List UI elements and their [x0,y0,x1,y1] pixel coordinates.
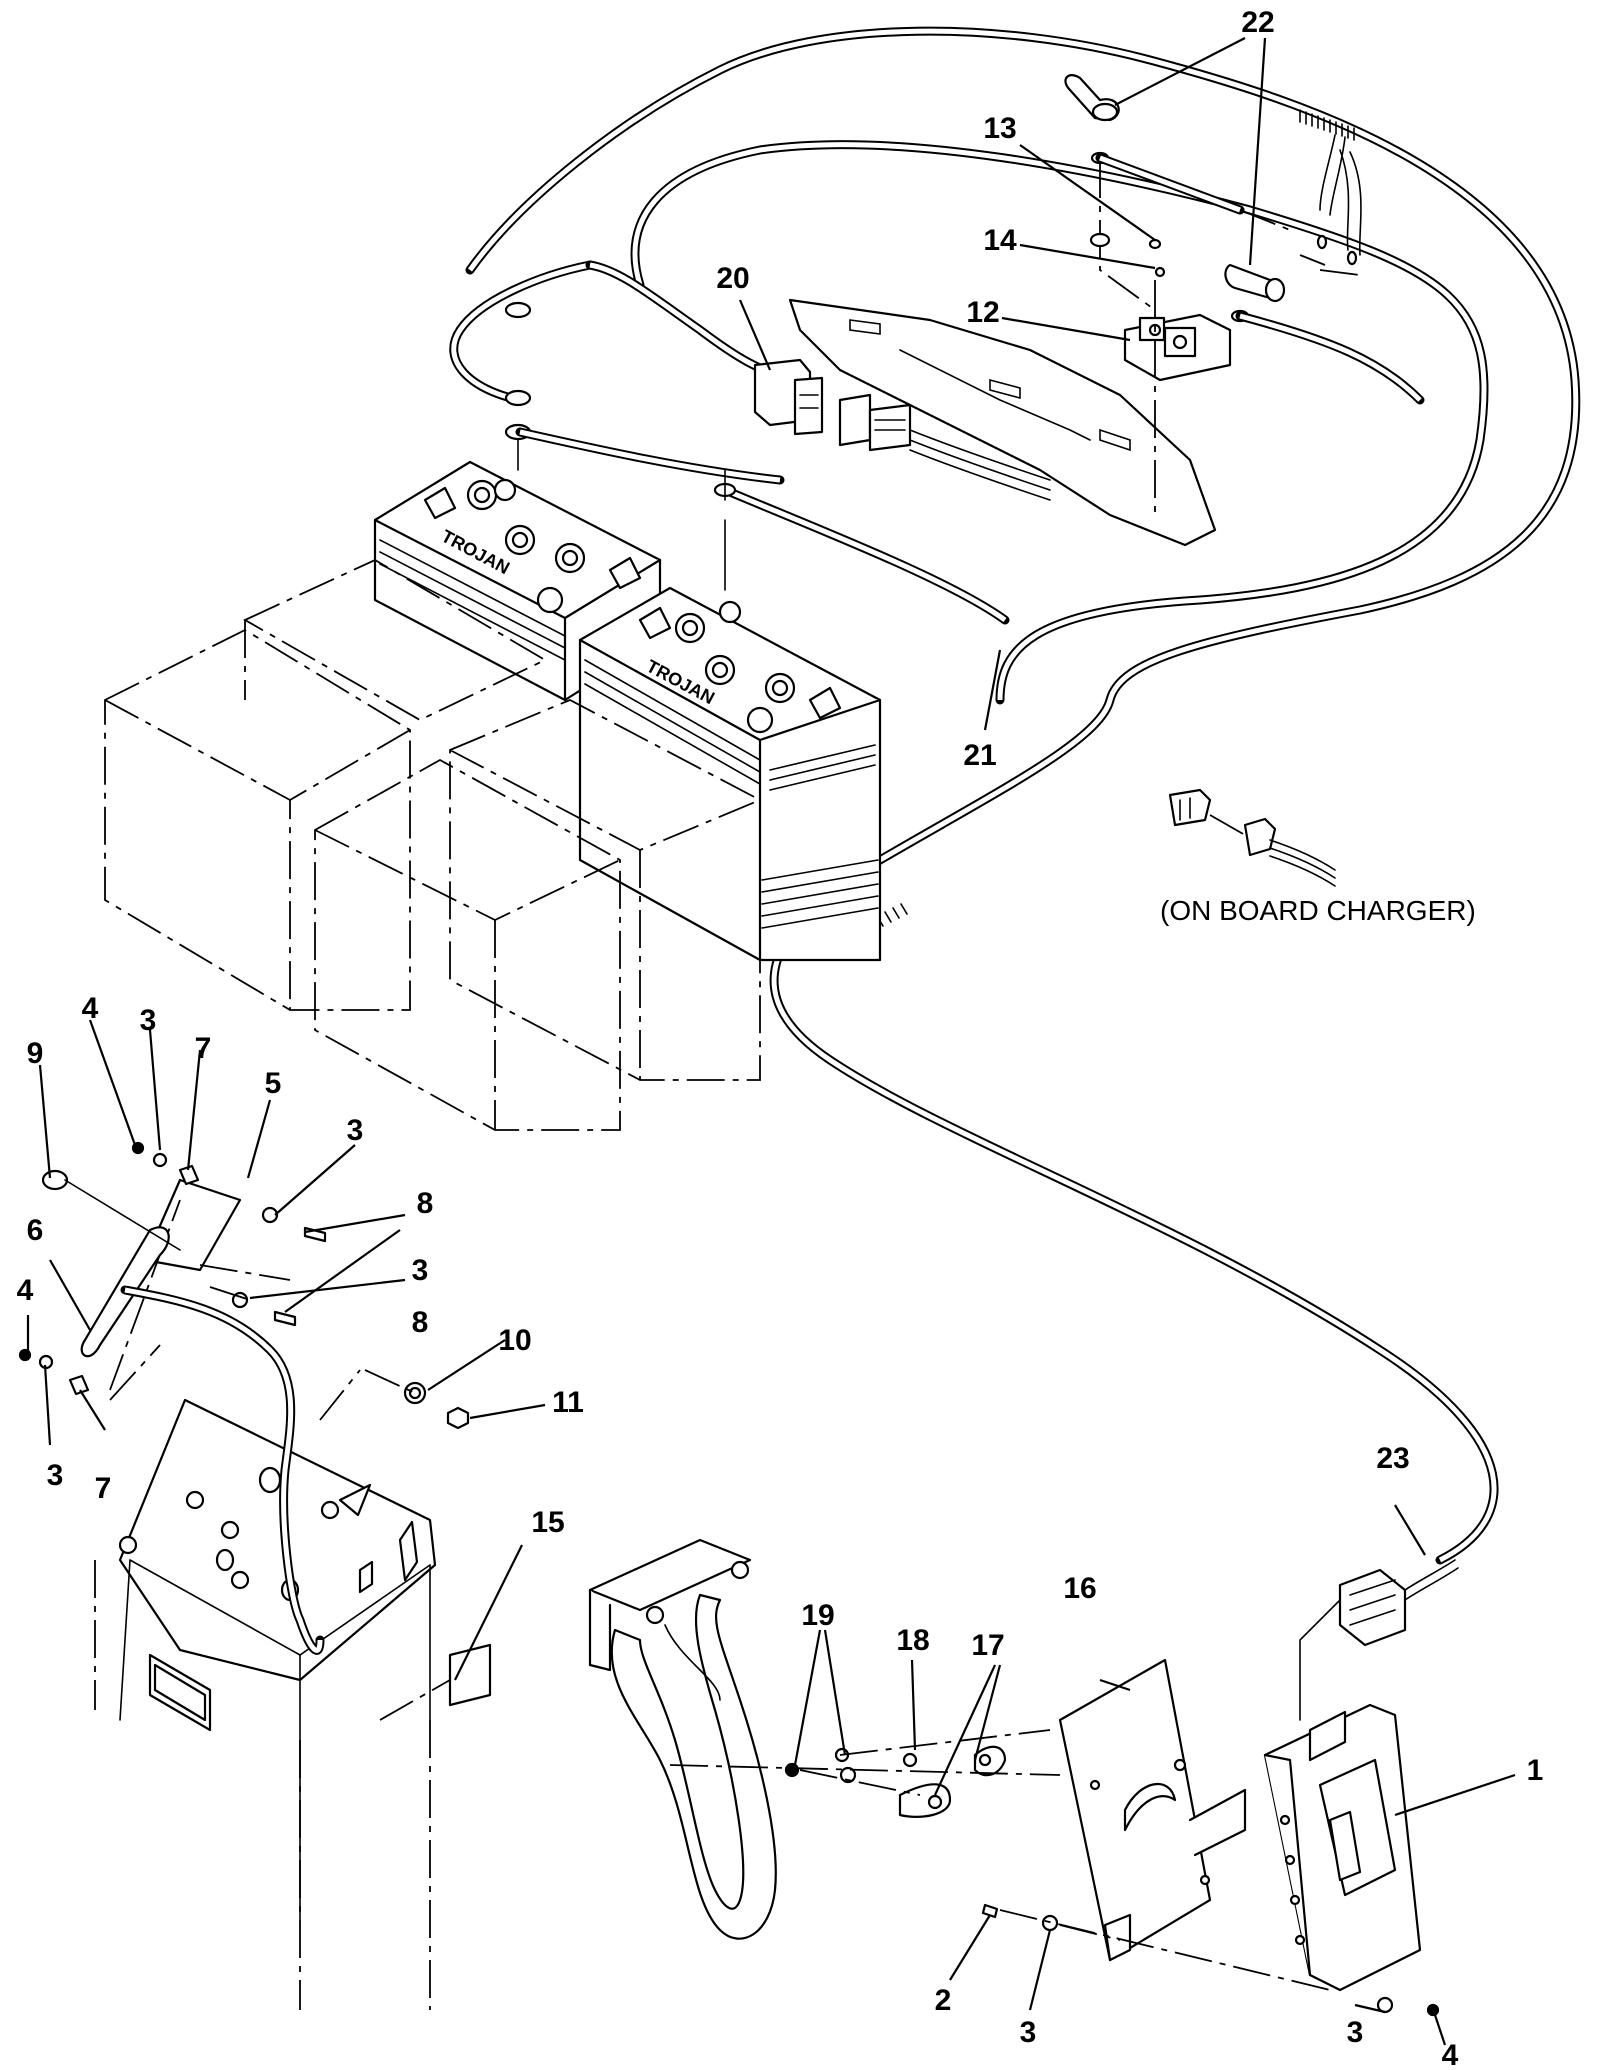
callout-17: 17 [971,1629,1004,1662]
callout-21: 21 [963,739,996,772]
callout-3-mid: 3 [412,1254,429,1287]
cable-harness-21 [465,26,1581,1565]
callout-16: 16 [1063,1572,1096,1605]
callout-10: 10 [498,1324,531,1357]
callout-labels: 22 13 14 12 20 21 (ON BOARD CHARGER) 1 2… [17,6,1544,2070]
callout-20: 20 [716,262,749,295]
callout-19: 19 [801,1599,834,1632]
ring-terminal-upper [504,301,532,319]
callout-4-upper: 4 [82,992,99,1025]
callout-3-upper-right: 3 [347,1114,364,1147]
callout-14: 14 [983,224,1017,257]
callout-13: 13 [983,112,1016,145]
harness-pigtails [1299,134,1362,276]
callout-5: 5 [265,1067,282,1100]
callout-11: 11 [552,1386,584,1419]
callout-4-left: 4 [17,1274,34,1307]
decal-15 [379,1643,492,1721]
charger-connector [1168,788,1336,887]
callout-9: 9 [27,1037,44,1070]
callout-8-upper: 8 [417,1187,434,1220]
callout-3-left: 3 [47,1459,64,1492]
screw-washer-stack [1089,151,1291,520]
callout-23: 23 [1376,1442,1409,1475]
terminal-boot-22-right [1224,263,1425,405]
callout-7-upper: 7 [195,1032,212,1065]
motor-controller-1 [1263,1703,1422,1992]
callout-22: 22 [1241,6,1274,39]
battery-cable-left [449,260,785,471]
ring-terminal-mid [504,389,532,407]
callout-8-lower: 8 [412,1306,429,1339]
callout-4-lower-right: 4 [1442,2039,1459,2070]
callout-3-lower-mid: 3 [1020,2016,1037,2049]
callout-1: 1 [1527,1754,1544,1787]
callout-2: 2 [935,1984,952,2017]
onboard-charger-note: (ON BOARD CHARGER) [1160,895,1476,926]
callout-7-lower: 7 [95,1472,112,1505]
fasteners-left [18,1141,470,1430]
callout-18: 18 [896,1624,929,1657]
cable-wrap-upper [1299,109,1355,141]
tube-bracket [588,1538,777,1940]
callout-3-upper-left: 3 [140,1004,157,1037]
callout-12: 12 [966,296,999,329]
frame-panel [94,1398,437,2010]
clamps-17-18-19 [669,1729,1061,1818]
controller-side-marks [1279,1814,1306,1946]
panel-nuts [118,1490,340,1590]
mounting-plate-16 [1058,1658,1247,1962]
spacer-7 [68,1164,200,1396]
controller-connector-23 [1299,1559,1459,1721]
fasteners-lower [981,1903,1440,2017]
leader-lines [26,37,1516,2046]
circuit-breaker-12 [1123,313,1232,382]
callout-3-lower-right: 3 [1347,2016,1364,2049]
battery-2: TROJAN [578,586,882,962]
charger-receptacle-bracket [788,298,1217,547]
terminal-boot-22-top [1064,74,1120,122]
phantom-battery-boxes [104,558,761,1131]
charger-receptacle-20 [753,358,1051,501]
wiring-panel-harness [120,1285,325,1655]
callout-6: 6 [27,1214,44,1247]
battery-jumper-cables [515,427,1010,625]
callout-15: 15 [531,1506,564,1539]
